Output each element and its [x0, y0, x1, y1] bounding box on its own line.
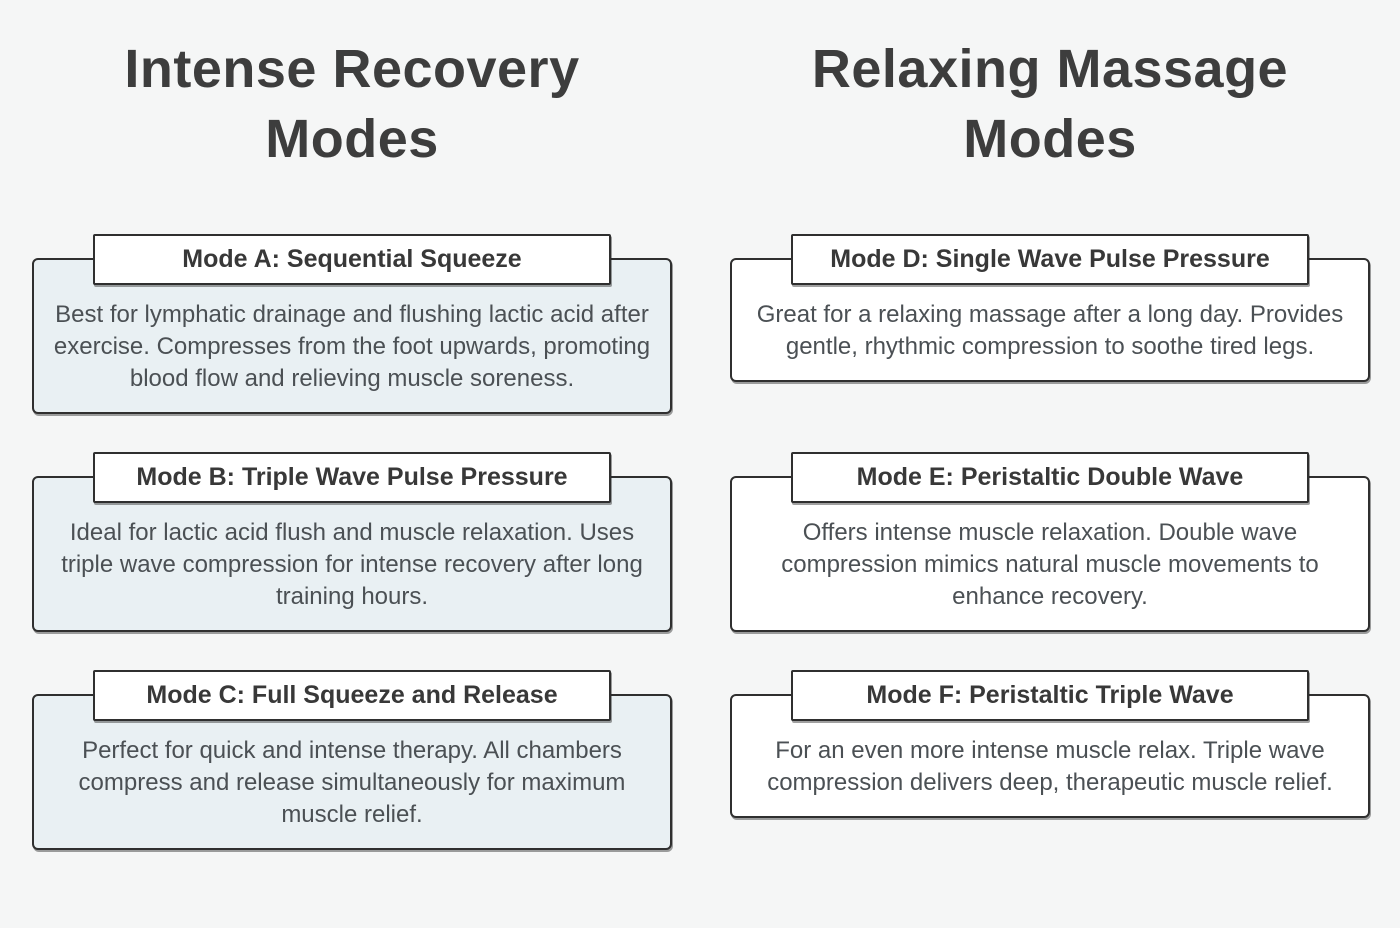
modes-comparison-diagram: Intense Recovery Modes Relaxing Massage … — [32, 0, 1370, 850]
mode-card-f: Mode F: Peristaltic Triple Wave For an e… — [730, 670, 1370, 850]
mode-card-e-title: Mode E: Peristaltic Double Wave — [791, 452, 1309, 503]
intense-recovery-heading-area: Intense Recovery Modes — [32, 0, 672, 196]
mode-card-d-title: Mode D: Single Wave Pulse Pressure — [791, 234, 1309, 285]
mode-card-d: Mode D: Single Wave Pulse Pressure Great… — [730, 234, 1370, 414]
mode-card-b: Mode B: Triple Wave Pulse Pressure Ideal… — [32, 452, 672, 632]
mode-card-e: Mode E: Peristaltic Double Wave Offers i… — [730, 452, 1370, 632]
column-title-intense-recovery: Intense Recovery Modes — [124, 39, 580, 170]
mode-card-f-title: Mode F: Peristaltic Triple Wave — [791, 670, 1309, 721]
mode-card-c: Mode C: Full Squeeze and Release Perfect… — [32, 670, 672, 850]
column-title-relaxing-massage: Relaxing Massage Modes — [811, 39, 1289, 170]
mode-card-a-title: Mode A: Sequential Squeeze — [93, 234, 611, 285]
mode-card-b-title: Mode B: Triple Wave Pulse Pressure — [93, 452, 611, 503]
mode-card-a: Mode A: Sequential Squeeze Best for lymp… — [32, 234, 672, 414]
mode-card-c-title: Mode C: Full Squeeze and Release — [93, 670, 611, 721]
relaxing-massage-heading-area: Relaxing Massage Modes — [730, 0, 1370, 196]
